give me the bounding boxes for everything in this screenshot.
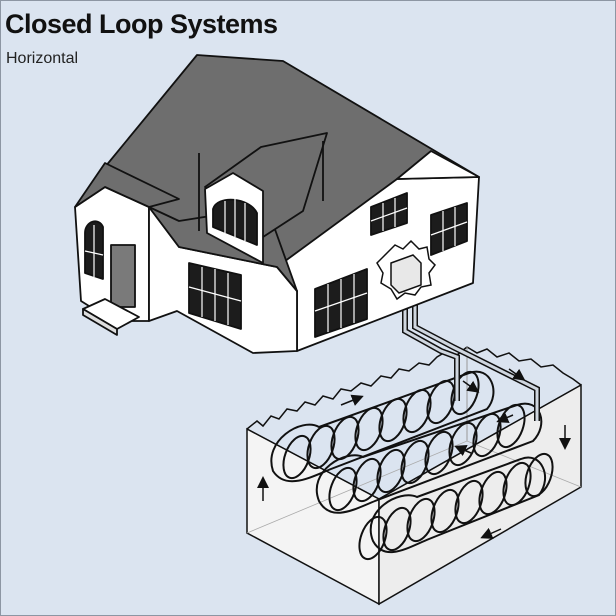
flow-arrow: [508, 368, 526, 381]
flow-arrow: [340, 394, 364, 406]
door: [110, 244, 136, 308]
heat-pump-unit: [376, 239, 436, 301]
flow-arrows: [257, 368, 571, 539]
house: [74, 54, 480, 354]
flow-arrow: [462, 380, 480, 393]
flow-arrow: [454, 445, 472, 457]
diagram-subtitle: Horizontal: [6, 50, 79, 67]
trench-top-edge-right: [466, 346, 582, 386]
slinky-coils: [270, 370, 554, 561]
trench-top-edge: [246, 346, 468, 430]
diagram-title: Closed Loop Systems: [5, 9, 278, 39]
flow-arrow: [496, 411, 514, 423]
left-wing-roof: [74, 162, 180, 208]
supply-return-pipes: [402, 285, 540, 421]
flow-arrow: [480, 527, 502, 539]
